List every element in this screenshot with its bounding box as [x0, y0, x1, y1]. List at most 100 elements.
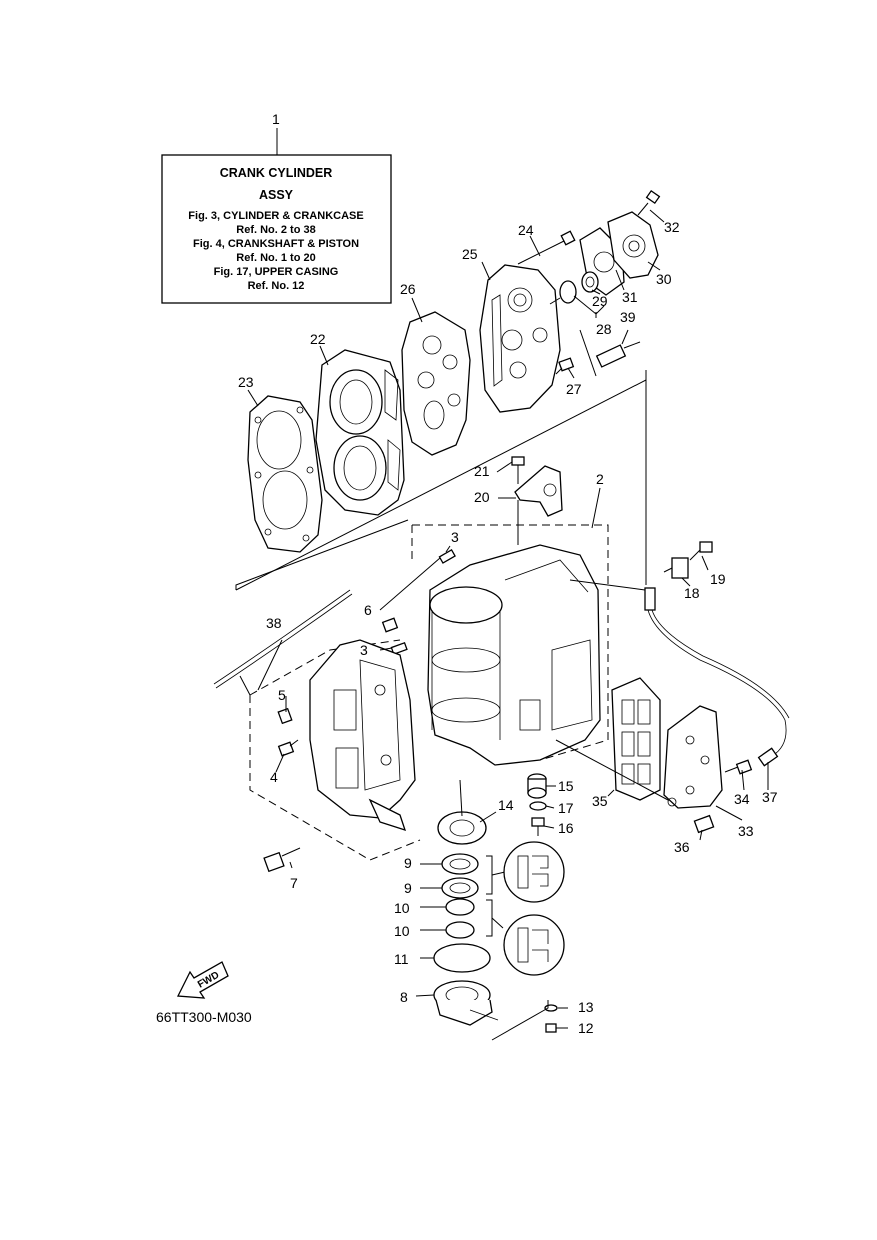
- ref-35: 35: [592, 793, 608, 809]
- ref-15: 15: [558, 778, 574, 794]
- cylinder-head: [315, 349, 405, 516]
- assy-title-2: ASSY: [259, 188, 294, 202]
- ref-28: 28: [596, 321, 612, 337]
- ref-2: 2: [596, 471, 604, 487]
- ref-12: 12: [578, 1020, 594, 1036]
- ref-20: 20: [474, 489, 490, 505]
- ref-numbers: 2 3 3 4 5 6 7 8 9 9 10 10 11 12 13 14 15…: [238, 219, 778, 1036]
- head-cover-gasket: [401, 311, 471, 456]
- bolt-21: [511, 456, 525, 484]
- detail-oil-seal-direction: [486, 841, 565, 903]
- ref-26: 26: [400, 281, 416, 297]
- detail-bearing-direction: [486, 899, 565, 976]
- grommet-15: [527, 773, 547, 799]
- ref-6: 6: [364, 602, 372, 618]
- ref-27: 27: [566, 381, 582, 397]
- ref-10a: 10: [394, 900, 410, 916]
- o-ring-11: [433, 943, 491, 973]
- bolt-36: [693, 814, 715, 834]
- bolt-7: [263, 847, 301, 873]
- dowel-pin-3b: [390, 641, 408, 655]
- long-bolt-24: [517, 230, 576, 265]
- bracket-20: [514, 465, 563, 517]
- bolt-27: [555, 357, 575, 375]
- screw-4: [277, 739, 299, 757]
- ref-7: 7: [290, 875, 298, 891]
- drawing-code: 66TT300-M030: [156, 1009, 252, 1025]
- ref-37: 37: [762, 789, 778, 805]
- washer-13: [544, 1004, 558, 1012]
- ref-36: 36: [674, 839, 690, 855]
- screw-5: [277, 707, 293, 725]
- hose-38: [213, 589, 353, 689]
- hose-37: [644, 587, 790, 767]
- ref-9a: 9: [404, 855, 412, 871]
- oil-seal-housing-14: [437, 811, 487, 845]
- washer-17: [529, 801, 547, 811]
- screw-19: [689, 541, 713, 561]
- ref-9b: 9: [404, 880, 412, 896]
- bearing-10a: [445, 898, 475, 916]
- dowel-pin-6: [381, 617, 399, 633]
- ref-3a: 3: [451, 529, 459, 545]
- ref-18: 18: [684, 585, 700, 601]
- cylinder-head-gasket: [247, 395, 323, 553]
- leader-lines: [235, 209, 769, 1041]
- screw-16: [531, 817, 545, 836]
- ref-38: 38: [266, 615, 282, 631]
- gasket-35: [611, 677, 661, 801]
- ref-3b: 3: [360, 642, 368, 658]
- anode-28: [549, 280, 577, 305]
- ref-29: 29: [592, 293, 608, 309]
- ref-21: 21: [474, 463, 490, 479]
- ref-5: 5: [278, 687, 286, 703]
- ref-24: 24: [518, 222, 534, 238]
- bolt-12: [545, 1023, 557, 1033]
- ref-4: 4: [270, 769, 278, 785]
- bearing-housing-8: [433, 980, 499, 1026]
- ref-31: 31: [622, 289, 638, 305]
- ref-14: 14: [498, 797, 514, 813]
- ref-16: 16: [558, 820, 574, 836]
- thermostat-cover: [607, 211, 659, 279]
- cover-33: [663, 705, 723, 809]
- ref-label-1: 1: [272, 111, 280, 127]
- bearing-10b: [445, 921, 475, 939]
- bolt-34: [724, 759, 753, 775]
- ref-11: 11: [394, 951, 409, 967]
- ref-10b: 10: [394, 923, 410, 939]
- assy-line-1: Fig. 3, CYLINDER & CRANKCASE: [188, 210, 363, 222]
- ref-17: 17: [558, 800, 574, 816]
- assy-reference-box: 1 CRANK CYLINDER ASSY Fig. 3, CYLINDER &…: [161, 111, 392, 304]
- assy-line-5: Fig. 17, UPPER CASING: [214, 266, 339, 278]
- ref-25: 25: [462, 246, 478, 262]
- cylinder-block: [427, 544, 601, 766]
- assy-line-3: Fig. 4, CRANKSHAFT & PISTON: [193, 238, 359, 250]
- ref-33: 33: [738, 823, 754, 839]
- crankcase: [309, 639, 416, 832]
- ref-32: 32: [664, 219, 680, 235]
- ref-30: 30: [656, 271, 672, 287]
- ref-8: 8: [400, 989, 408, 1005]
- ref-34: 34: [734, 791, 750, 807]
- oil-seal-9b: [441, 877, 479, 899]
- dowel-pin-3a: [438, 549, 456, 564]
- assy-line-4: Ref. No. 1 to 20: [236, 252, 315, 264]
- connector-18: [663, 557, 689, 579]
- oil-seal-9a: [441, 853, 479, 875]
- bolt-32: [637, 189, 661, 216]
- assembly-outline-crankcase: [249, 639, 421, 861]
- assy-line-2: Ref. No. 2 to 38: [236, 224, 315, 236]
- ref-13: 13: [578, 999, 594, 1015]
- assy-line-6: Ref. No. 12: [248, 280, 305, 292]
- assy-title-1: CRANK CYLINDER: [220, 166, 333, 180]
- thermo-switch-39: [595, 341, 641, 368]
- ref-19: 19: [710, 571, 726, 587]
- washer-29: [581, 271, 599, 293]
- fwd-arrow-icon: FWD: [176, 961, 229, 999]
- cylinder-head-cover: [479, 264, 561, 413]
- ref-23: 23: [238, 374, 254, 390]
- ref-22: 22: [310, 331, 326, 347]
- ref-39: 39: [620, 309, 636, 325]
